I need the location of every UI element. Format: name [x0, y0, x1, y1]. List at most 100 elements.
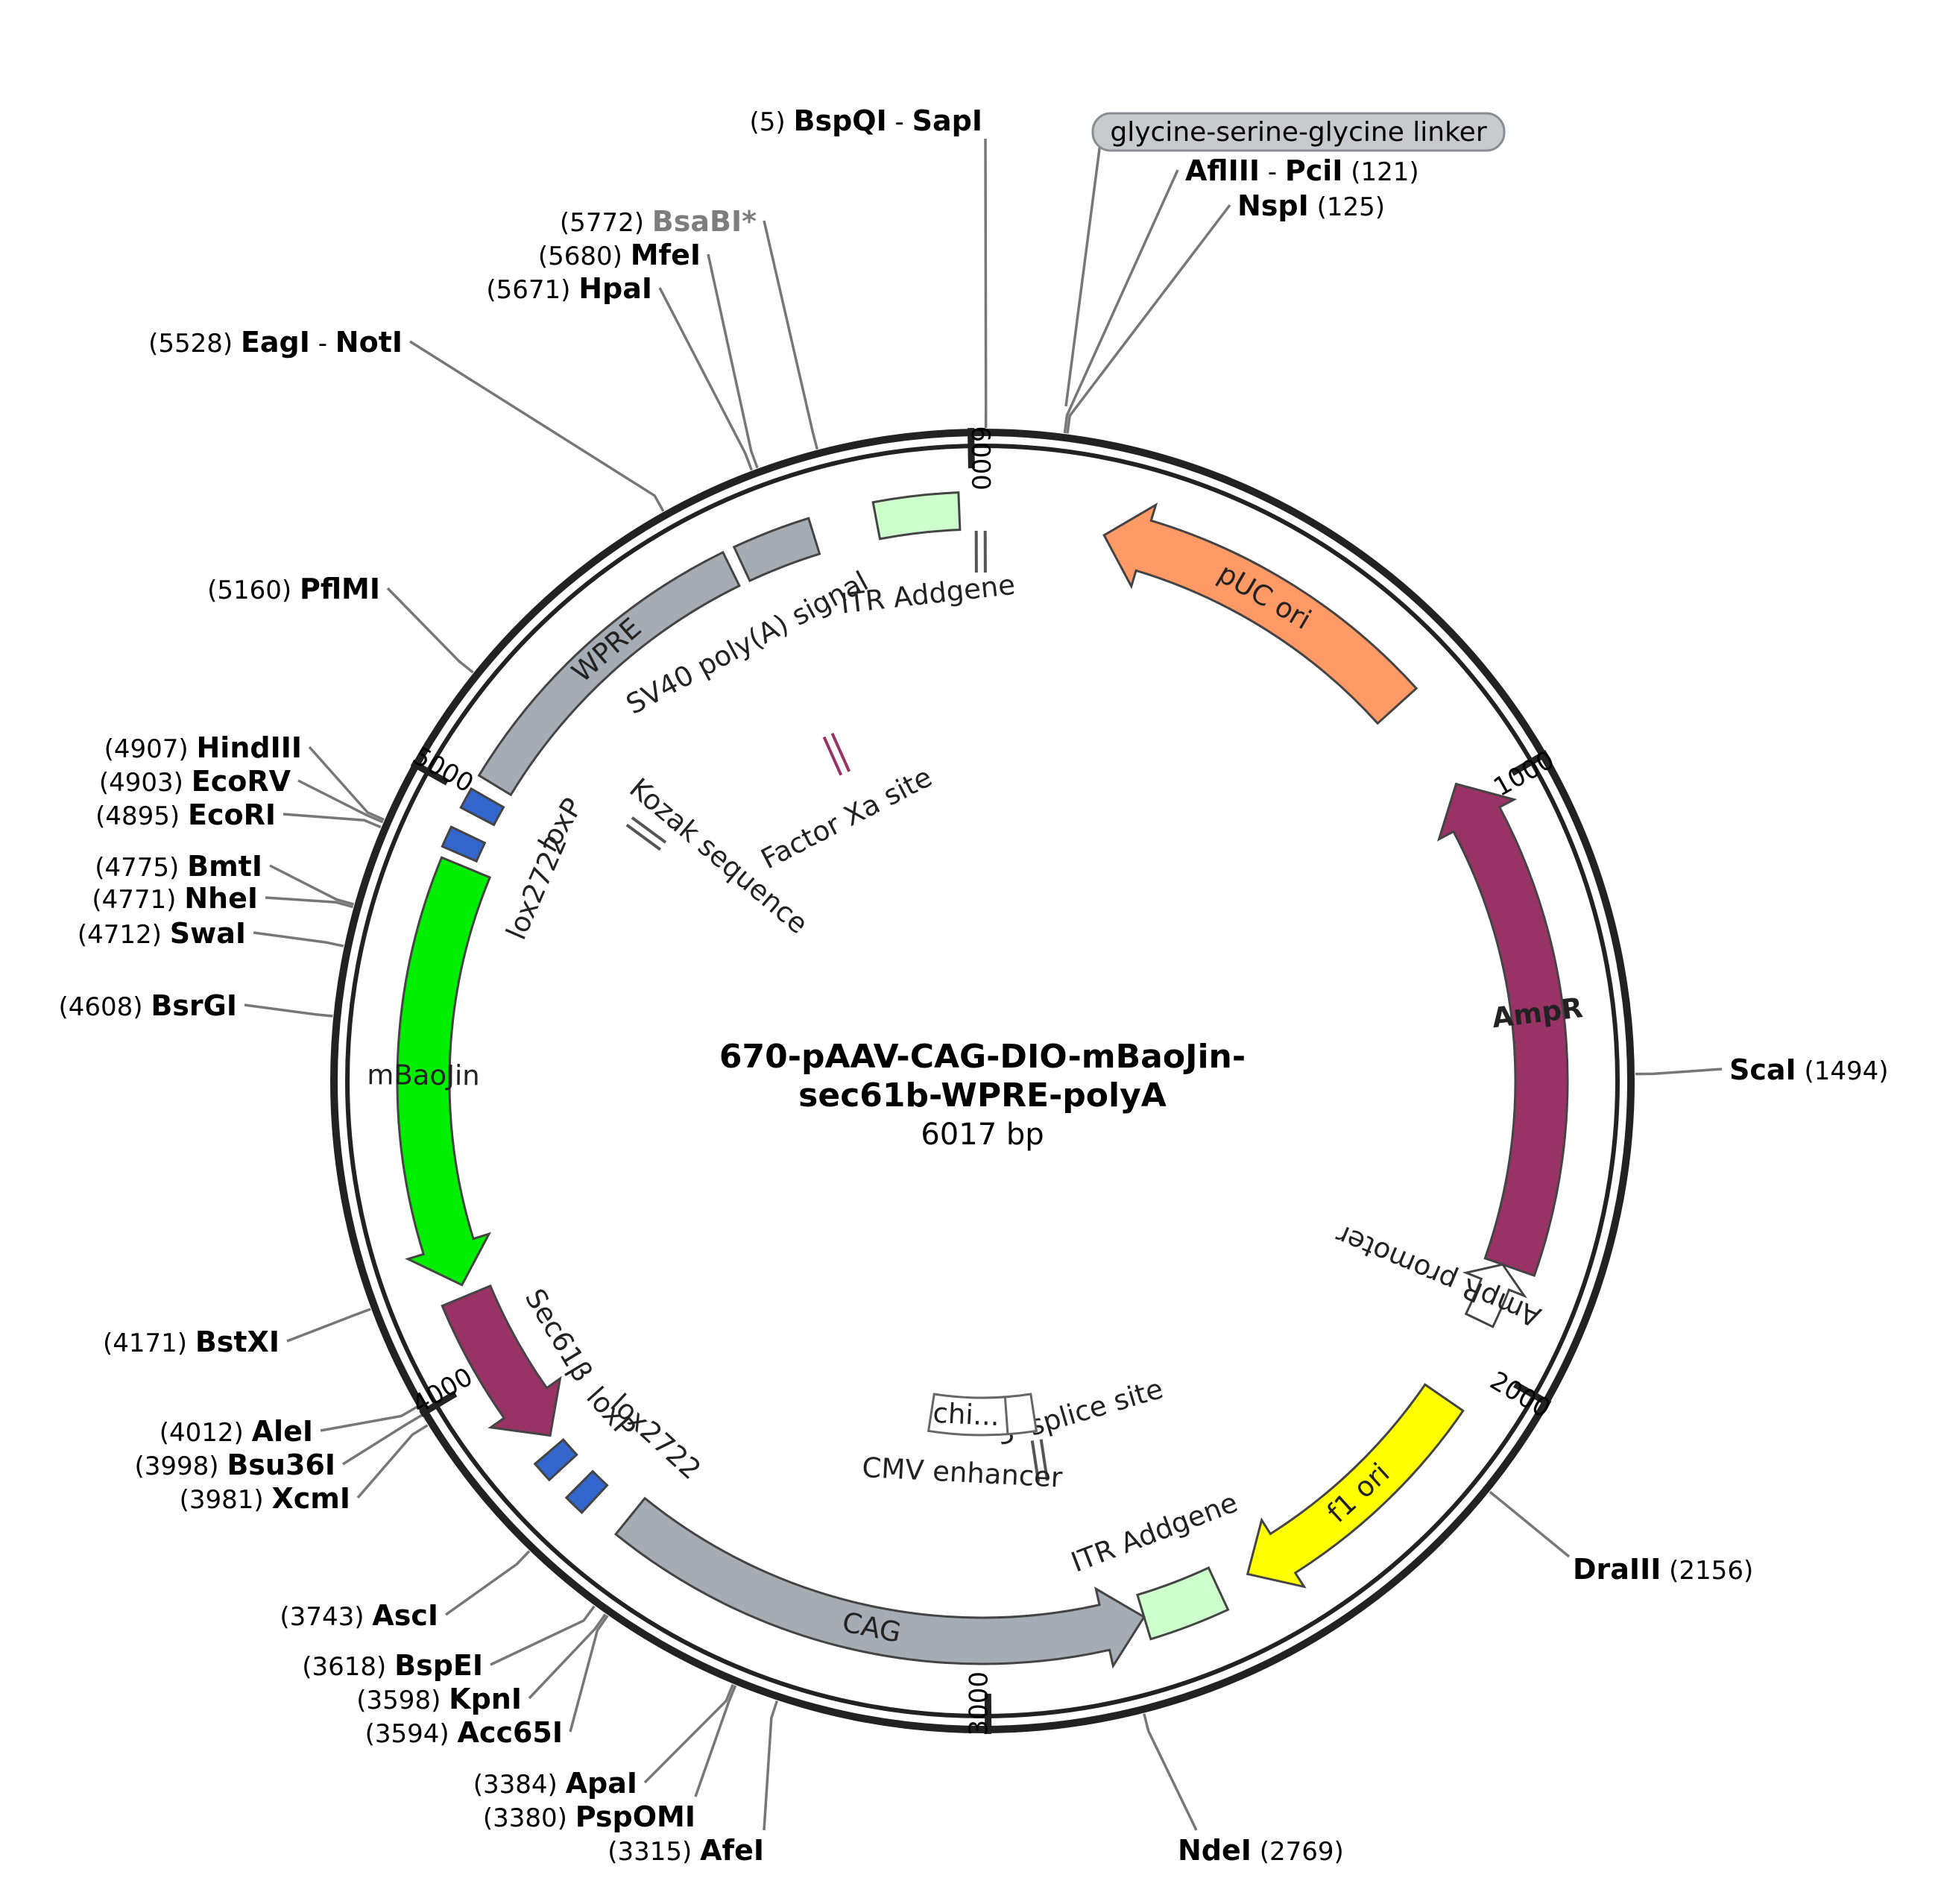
- enzyme-leader-xcmi: [356, 1424, 429, 1499]
- enzyme-position-mfei: (5680): [538, 242, 622, 271]
- enzyme-separator: [692, 1837, 700, 1867]
- enzyme-position-asci: (3743): [280, 1602, 364, 1632]
- enzyme-separator: [567, 1803, 575, 1833]
- feature-lox2722-b: [441, 825, 487, 863]
- feature-loxp-b: [459, 786, 505, 827]
- enzyme-site-afliii: AflIII - PciI (121): [1063, 154, 1419, 434]
- enzyme-leader-pflmi: [386, 587, 474, 674]
- enzyme-site-ecorv: (4903) EcoRV: [99, 765, 384, 824]
- enzyme-leader-ndei: [1143, 1713, 1198, 1831]
- enzyme-separator: [1796, 1056, 1805, 1086]
- enzyme-position-swai: (4712): [78, 920, 162, 950]
- enzyme-site-ndei: NdeI (2769): [1143, 1713, 1344, 1867]
- enzyme-separator: [1661, 1556, 1669, 1586]
- enzyme-site-hindiii: (4907) HindIII: [104, 731, 385, 822]
- enzyme-position-nspi: (125): [1317, 192, 1385, 222]
- enzyme-position-pflmi: (5160): [207, 576, 291, 605]
- chimeric-intron: chi...: [927, 1393, 1038, 1437]
- enzyme-label-bmti: (4775) BmtI: [95, 850, 262, 883]
- tick-label-3000: 3000: [964, 1671, 994, 1736]
- enzyme-site-acc65i: (3594) Acc65I: [365, 1615, 609, 1749]
- enzyme-site-bspei: (3618) BspEI: [302, 1605, 596, 1682]
- plasmid-name-line2: sec61b-WPRE-polyA: [798, 1076, 1167, 1115]
- enzyme-site-swai: (4712) SwaI: [78, 917, 344, 950]
- splice-mark-line-0: [1039, 1439, 1049, 1481]
- enzyme-separator: [786, 107, 794, 137]
- enzyme-label-kpni: (3598) KpnI: [356, 1683, 522, 1715]
- enzyme-site-afei: (3315) AfeI: [608, 1700, 779, 1867]
- factor-xa-mark-line-1: [830, 732, 851, 772]
- enzyme-site-nhei: (4771) NheI: [92, 882, 354, 915]
- enzyme-name-bspqi: BspQI: [794, 104, 887, 137]
- enzyme-separator: [386, 1652, 394, 1682]
- enzyme-label-bstxi: (4171) BstXI: [103, 1325, 280, 1358]
- enzyme-name-afei: AfeI: [700, 1834, 764, 1867]
- enzyme-name-nspi: NspI: [1237, 189, 1309, 222]
- enzyme-name-nhei: NheI: [184, 882, 258, 915]
- enzyme-separator: [187, 1328, 195, 1358]
- enzyme-separator: [558, 1770, 566, 1800]
- enzyme-leader-draiii: [1489, 1490, 1571, 1558]
- feature-ampr-promoter: [1462, 1263, 1527, 1328]
- enzyme-separator: [1342, 157, 1351, 187]
- enzyme-position-hindiii: (4907): [104, 734, 189, 764]
- enzyme-leader-bsrgi: [244, 1003, 333, 1018]
- enzyme-position-kpni: (3598): [356, 1686, 441, 1715]
- enzyme-label-afei: (3315) AfeI: [608, 1834, 764, 1867]
- enzyme-leader-hindiii: [308, 745, 385, 822]
- enzyme-site-bmti: (4775) BmtI: [95, 850, 355, 906]
- enzyme-label-scai: ScaI (1494): [1729, 1053, 1889, 1086]
- enzyme-separator: [1309, 192, 1317, 222]
- enzyme-separator: [364, 1602, 372, 1632]
- enzyme-site-alei: (4012) AleI: [160, 1405, 417, 1448]
- enzyme-leader-afliii: [1063, 169, 1179, 434]
- enzyme-label-acc65i: (3594) Acc65I: [365, 1716, 563, 1749]
- chimeric-intron-label: chi...: [932, 1397, 1000, 1432]
- enzyme-position-ecori: (4895): [95, 801, 180, 831]
- enzyme-name-noti: NotI: [335, 326, 403, 359]
- backbone-ring: [330, 429, 1635, 1733]
- enzyme-label-apai: (3384) ApaI: [473, 1767, 637, 1800]
- enzyme-name-kpni: KpnI: [449, 1683, 522, 1715]
- enzyme-name-bstxi: BstXI: [195, 1325, 280, 1358]
- feature-label-mbaojin: mBaoJin: [367, 1059, 480, 1091]
- enzyme-position-afei: (3315): [608, 1837, 692, 1867]
- enzyme-separator: [233, 329, 241, 359]
- feature-itr-2: [1136, 1566, 1230, 1641]
- enzyme-leader-bsabi: [763, 220, 819, 450]
- feature-label-itr-2: ITR Addgene: [1067, 1487, 1242, 1579]
- enzyme-position-bspqi: (5): [750, 107, 786, 137]
- tick-mark-5000: [410, 760, 449, 786]
- enzyme-name-ecori: EcoRI: [188, 798, 276, 831]
- enzyme-name-bsrgi: BsrGI: [151, 989, 237, 1022]
- tick-mark-1000: [1510, 749, 1549, 776]
- enzyme-site-bsabi: (5772) BsaBI*: [560, 205, 819, 450]
- enzyme-position-ndei: (2769): [1260, 1837, 1344, 1867]
- enzyme-name-bsu36i: Bsu36I: [227, 1449, 335, 1481]
- enzyme-site-hpai: (5671) HpaI: [486, 272, 753, 471]
- enzyme-separator: [244, 1418, 252, 1448]
- feature-ampr: [1436, 782, 1569, 1278]
- enzyme-separator: [162, 920, 170, 950]
- enzyme-position-ecorv: (4903): [99, 768, 183, 798]
- enzyme-label-ndei: NdeI (2769): [1178, 1834, 1344, 1867]
- gsg-linker-label: glycine-serine-glycine linker: [1110, 117, 1486, 148]
- enzyme-label-xcmi: (3981) XcmI: [180, 1482, 350, 1515]
- enzyme-position-apai: (3384): [473, 1770, 558, 1800]
- plasmid-name-line1: 670-pAAV-CAG-DIO-mBaoJin-: [719, 1038, 1246, 1076]
- enzyme-separator: -: [887, 107, 912, 137]
- enzyme-position-acc65i: (3594): [365, 1719, 449, 1749]
- feature-wpre: [477, 550, 741, 797]
- enzyme-leader-scai: [1635, 1068, 1723, 1076]
- enzyme-position-bsabi: (5772): [560, 208, 644, 238]
- enzyme-name-asci: AscI: [372, 1599, 438, 1632]
- enzyme-position-scai: (1494): [1805, 1056, 1889, 1086]
- enzyme-separator: [176, 885, 184, 915]
- enzyme-label-bspei: (3618) BspEI: [302, 1649, 483, 1682]
- enzyme-leader-eagi: [409, 340, 665, 512]
- enzyme-name-xcmi: XcmI: [271, 1482, 350, 1515]
- enzyme-leader-apai: [643, 1683, 734, 1784]
- feature-loxp-a: [533, 1437, 578, 1482]
- enzyme-position-bmti: (4775): [95, 853, 179, 883]
